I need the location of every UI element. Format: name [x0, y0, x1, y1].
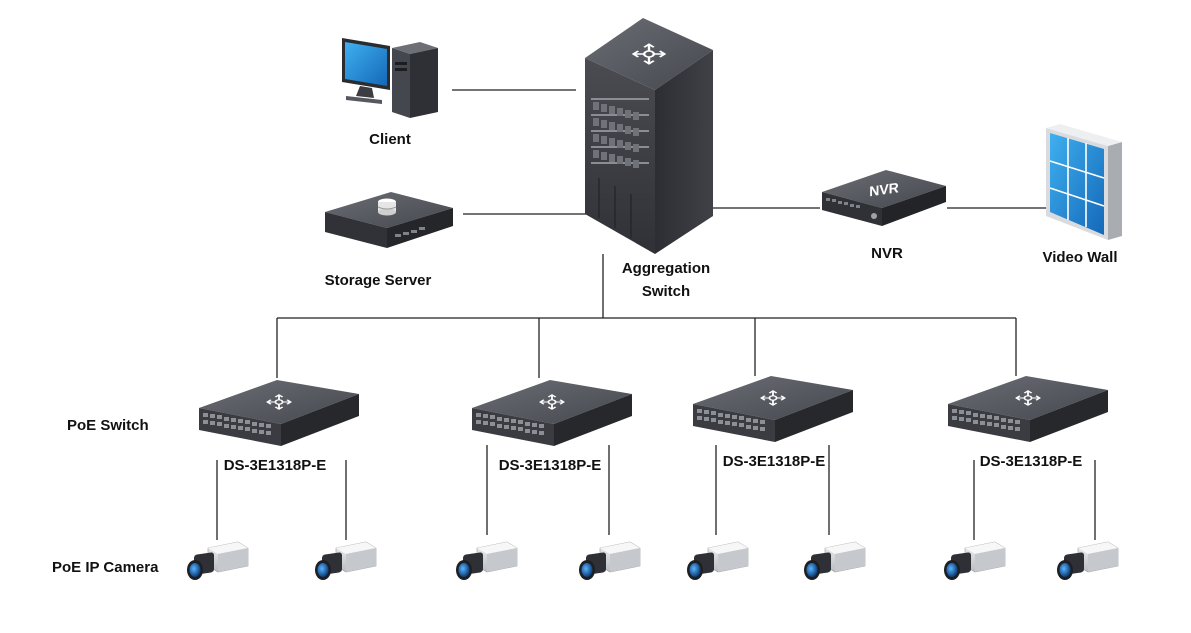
desktop-computer-icon — [342, 38, 438, 118]
camera-5-icon — [686, 541, 749, 581]
poe-switch-4-icon — [948, 376, 1108, 442]
camera-3-icon — [455, 541, 518, 581]
video-wall-label: Video Wall — [1042, 249, 1118, 266]
poe-switch-3-model: DS-3E1318P-E — [722, 453, 826, 470]
poe-switch-3-icon — [693, 376, 853, 442]
client-label: Client — [369, 131, 411, 148]
poe-switch-2-icon — [472, 380, 632, 446]
nvr-label: NVR — [871, 245, 903, 262]
camera-8-icon — [1056, 541, 1119, 581]
poe-camera-row-label: PoE IP Camera — [52, 559, 159, 576]
storage-server-icon — [325, 192, 453, 248]
nvr-badge: NVR — [869, 179, 899, 199]
aggregation-switch-label: Aggregation Switch — [621, 260, 711, 300]
poe-switch-1-icon — [199, 380, 359, 446]
camera-1-icon — [186, 541, 249, 581]
camera-6-icon — [803, 541, 866, 581]
video-wall-icon — [1046, 124, 1122, 240]
poe-switch-2-model: DS-3E1318P-E — [498, 457, 602, 474]
nvr-recorder-icon: NVR — [822, 170, 946, 226]
rack-switch-icon — [585, 18, 713, 254]
camera-4-icon — [578, 541, 641, 581]
poe-switch-4-model: DS-3E1318P-E — [979, 453, 1083, 470]
camera-2-icon — [314, 541, 377, 581]
connection-lines — [216, 89, 1096, 540]
camera-7-icon — [943, 541, 1006, 581]
poe-switch-row-label: PoE Switch — [67, 417, 149, 434]
poe-switch-1-model: DS-3E1318P-E — [223, 457, 327, 474]
storage-server-label: Storage Server — [324, 272, 432, 289]
